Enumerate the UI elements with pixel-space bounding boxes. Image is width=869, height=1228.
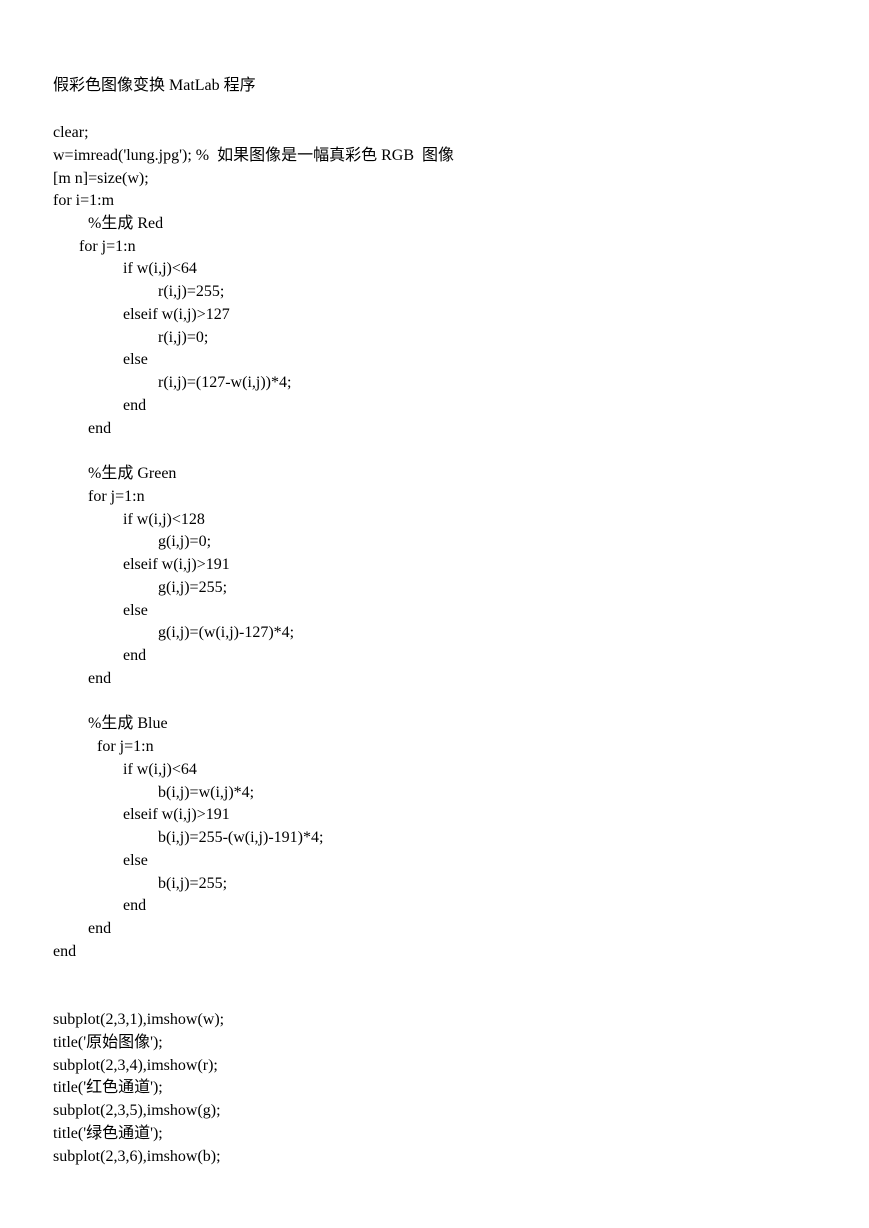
- code-line: if w(i,j)<64: [123, 260, 197, 277]
- code-comment: %生成 Blue: [88, 715, 168, 732]
- code-line: for j=1:n: [97, 738, 154, 755]
- code-line: subplot(2,3,6),imshow(b);: [53, 1148, 221, 1165]
- code-line: end: [88, 920, 112, 937]
- code-line: title('红色通道');: [53, 1079, 163, 1096]
- code-line: b(i,j)=255;: [158, 875, 228, 892]
- code-line: g(i,j)=(w(i,j)-127)*4;: [158, 624, 295, 641]
- document-title: 假彩色图像变换 MatLab 程序: [53, 77, 256, 94]
- code-comment: %生成 Green: [88, 465, 177, 482]
- code-line: b(i,j)=255-(w(i,j)-191)*4;: [158, 829, 324, 846]
- code-line: g(i,j)=0;: [158, 533, 212, 550]
- code-line: end: [123, 897, 147, 914]
- code-line: r(i,j)=255;: [158, 283, 225, 300]
- code-line: end: [88, 420, 112, 437]
- code-line: elseif w(i,j)>191: [123, 806, 230, 823]
- code-line: elseif w(i,j)>191: [123, 556, 230, 573]
- code-line: for j=1:n: [79, 238, 136, 255]
- code-line: else: [123, 351, 148, 368]
- code-line: else: [123, 852, 148, 869]
- code-line: for j=1:n: [88, 488, 145, 505]
- code-line: title('原始图像');: [53, 1034, 163, 1051]
- code-line: subplot(2,3,1),imshow(w);: [53, 1011, 225, 1028]
- code-line: end: [88, 670, 112, 687]
- code-line: r(i,j)=0;: [158, 329, 209, 346]
- code-line: for i=1:m: [53, 192, 115, 209]
- code-line: g(i,j)=255;: [158, 579, 228, 596]
- code-line: end: [53, 943, 77, 960]
- code-line: r(i,j)=(127-w(i,j))*4;: [158, 374, 292, 391]
- code-line: else: [123, 602, 148, 619]
- code-line: end: [123, 647, 147, 664]
- code-line: if w(i,j)<64: [123, 761, 197, 778]
- code-line: end: [123, 397, 147, 414]
- code-line: subplot(2,3,4),imshow(r);: [53, 1057, 218, 1074]
- code-line: title('绿色通道');: [53, 1125, 163, 1142]
- code-line: [m n]=size(w);: [53, 170, 149, 187]
- code-line: if w(i,j)<128: [123, 511, 205, 528]
- code-line: clear;: [53, 124, 89, 141]
- code-line: elseif w(i,j)>127: [123, 306, 230, 323]
- code-line: subplot(2,3,5),imshow(g);: [53, 1102, 221, 1119]
- code-line: w=imread('lung.jpg'); % 如果图像是一幅真彩色 RGB 图…: [53, 147, 454, 164]
- code-comment: %生成 Red: [88, 215, 164, 232]
- code-line: b(i,j)=w(i,j)*4;: [158, 784, 255, 801]
